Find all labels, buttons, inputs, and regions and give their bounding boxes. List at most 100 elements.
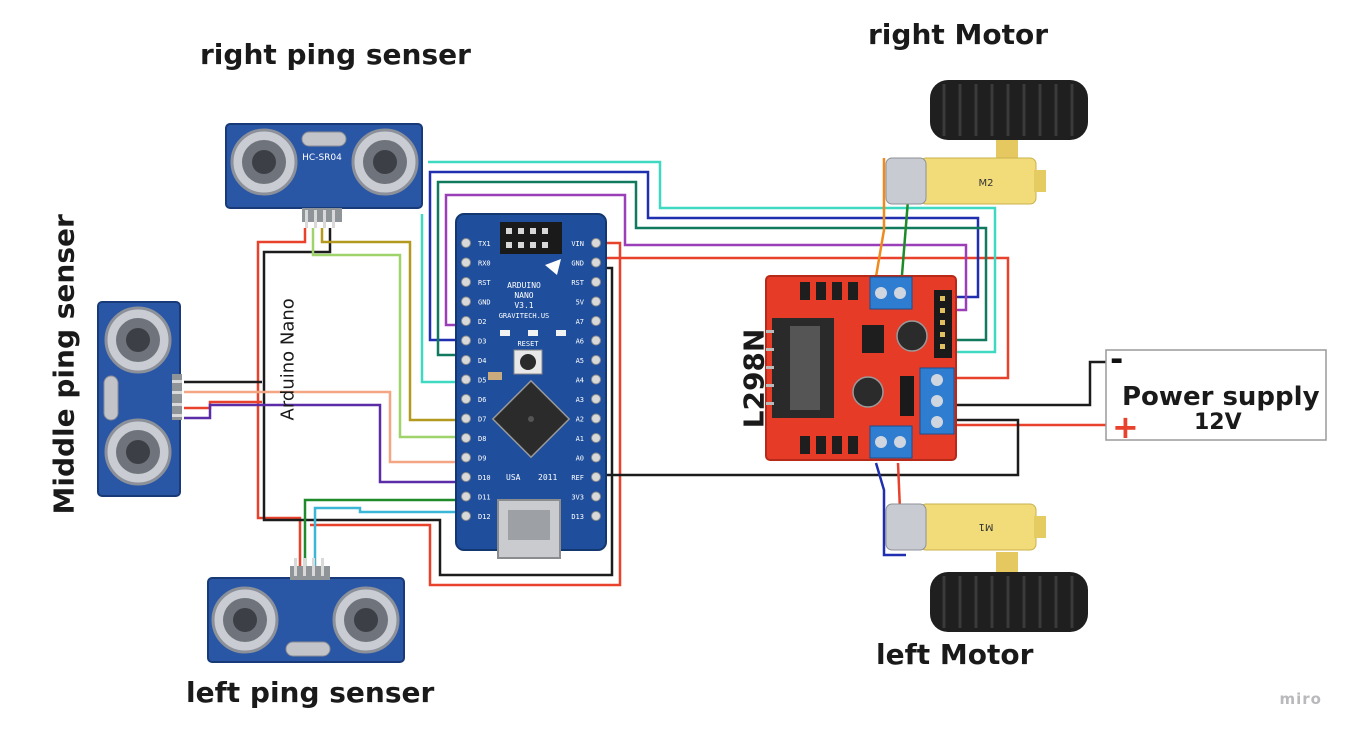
right-ping-sensor: HC-SR04 [220,118,428,228]
nano-pin [591,316,601,326]
nano-pin [461,491,471,502]
nano-pin [461,394,471,404]
wire-black-driver-gnd [600,418,1020,477]
nano-pin-label: D12 [478,513,491,521]
wire-salmon [178,390,462,464]
nano-pin-label: A7 [576,318,584,326]
power-voltage: 12V [1194,410,1242,435]
nano-pin [591,277,601,287]
nano-pin-label: RST [571,279,584,287]
nano-pin [591,511,601,521]
power-plus-sign: + [1112,408,1139,446]
nano-pin-label: 3V3 [571,494,584,502]
nano-pin [461,238,471,248]
nano-pin-label: RX0 [478,260,491,268]
middle-ping-sensor [94,298,184,498]
left-motor-label: left Motor [876,638,1034,671]
nano-pin [461,472,471,482]
nano-pin-label: TX1 [478,240,491,248]
arduino-nano-label: Arduino Nano [277,298,299,421]
right-motor-assembly: M2 [885,80,1088,205]
nano-pin [591,452,601,463]
nano-pin-label: A3 [576,396,584,404]
nano-pin-label: D2 [478,318,486,326]
nano-pin-label: D7 [478,416,486,424]
left-ping-sensor [204,558,412,668]
nano-pin-label: D9 [478,455,486,463]
nano-pin [591,335,601,346]
nano-pin [591,238,601,248]
nano-pin [461,335,471,346]
nano-pin [461,277,471,287]
wire-green [303,498,462,570]
power-supply-box [1105,349,1327,441]
nano-pin-label: GND [571,260,584,268]
wire-lightblue [313,506,462,570]
nano-year: 2011 [538,473,557,482]
nano-pin-label: A2 [576,416,584,424]
nano-pin [591,491,601,502]
nano-pin [591,296,601,307]
left-motor-assembly: M1 [885,503,1088,632]
nano-pin [461,316,471,326]
nano-pin-label: D6 [478,396,486,404]
m1-label: M1 [979,521,994,532]
nano-pin-label: RST [478,279,491,287]
nano-pin [461,374,471,385]
nano-name: ARDUINO [507,281,541,290]
nano-pin-label: D11 [478,494,491,502]
wire-black-power-minus [955,360,1108,407]
nano-pin [591,355,601,365]
nano-pin [591,433,601,443]
wire-red-vin-loop [310,241,622,587]
nano-version: V3.1 [514,301,533,310]
nano-pin-label: 5V [576,299,585,307]
power-supply-title: Power supply [1122,382,1320,412]
wire-black-gnd-loop [262,228,614,577]
nano-pin-label: D8 [478,435,486,443]
wire-purple [444,193,968,327]
nano-pin [591,257,601,268]
nano-pin-label: A1 [576,435,584,443]
nano-pin [461,511,471,521]
nano-pin-label: A0 [576,455,584,463]
nano-pin [461,257,471,268]
wire-teal [436,180,988,357]
right-ping-sensor-label: right ping senser [200,38,471,71]
nano-maker: GRAVITECH.US [499,312,550,320]
right-sensor-model: HC-SR04 [302,153,342,163]
wire-lightgreen [311,228,462,439]
wire-olive [320,228,462,422]
nano-pin-label: A5 [576,357,584,365]
nano-usa: USA [506,473,521,482]
l298n-label: L298N [737,328,771,429]
nano-pin-label: A6 [576,338,584,346]
middle-ping-sensor-label: Middle ping senser [47,214,81,515]
nano-pin-label: GND [478,299,491,307]
wire-blue [428,170,980,342]
nano-pin [461,433,471,443]
nano-pin [591,472,601,482]
nano-pin-label: VIN [571,240,584,248]
l298n-driver-board [765,275,957,461]
wire-blue-m1 [874,462,906,557]
nano-pin-label: D5 [478,377,486,385]
m2-label: M2 [979,178,994,189]
miro-brand: miro [1279,690,1322,708]
left-ping-sensor-label: left ping senser [186,676,435,709]
wire-red-m1 [896,462,902,511]
nano-reset-label: RESET [517,340,539,348]
nano-pin [591,374,601,385]
wire-red-right-vcc [256,228,307,570]
nano-pin [461,413,471,424]
nano-pin [591,413,601,424]
nano-pin [461,296,471,307]
nano-pin [591,394,601,404]
nano-sub: NANO [514,291,533,300]
nano-pin-label: A4 [576,377,584,385]
nano-pin-label: D3 [478,338,486,346]
